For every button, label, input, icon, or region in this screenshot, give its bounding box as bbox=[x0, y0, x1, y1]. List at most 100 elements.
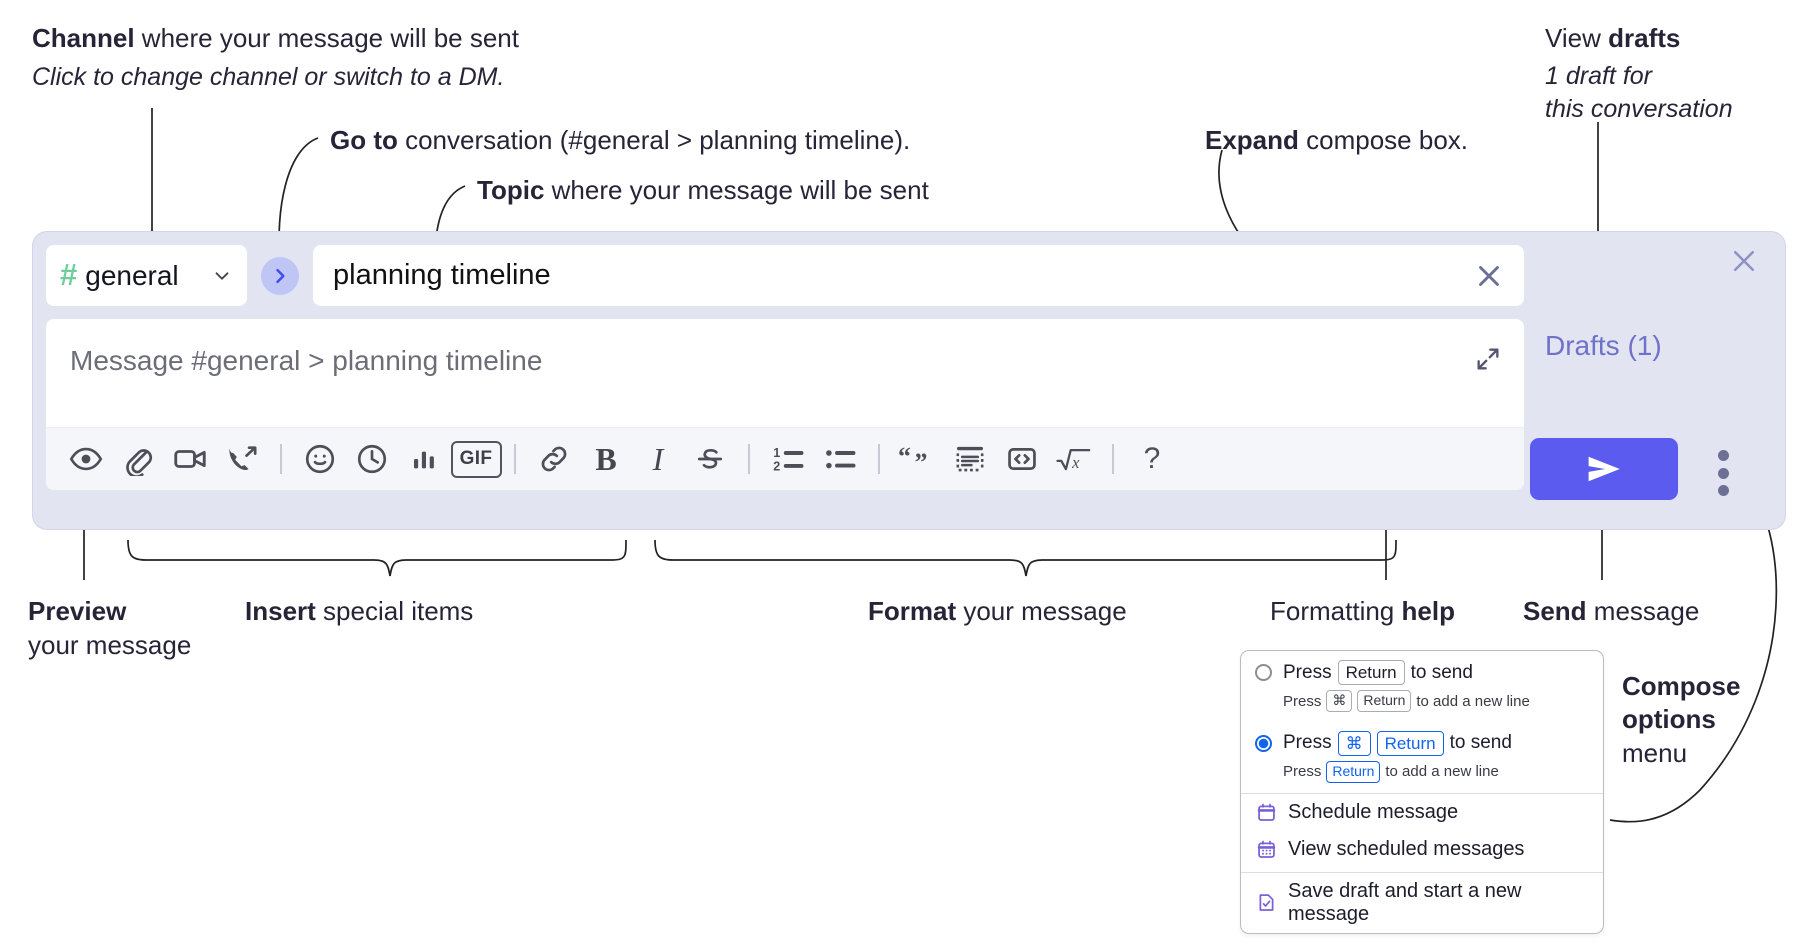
annotation-send: Send message bbox=[1523, 595, 1699, 629]
channel-selector[interactable]: # general bbox=[45, 244, 248, 307]
formatting-help-icon[interactable]: ? bbox=[1126, 433, 1178, 485]
annotation-expand: Expand compose box. bbox=[1205, 124, 1468, 158]
conversation-row: # general planning timeline bbox=[45, 244, 1525, 307]
option1-sub-suffix: to add a new line bbox=[1416, 692, 1530, 710]
formatting-toolbar: GIF B I bbox=[46, 427, 1524, 490]
attachment-icon[interactable] bbox=[112, 433, 164, 485]
composer: # general planning timeline bbox=[45, 244, 1525, 491]
menu-item-schedule-message[interactable]: Schedule message bbox=[1241, 794, 1603, 831]
gif-label: GIF bbox=[450, 440, 502, 478]
code-block-icon[interactable] bbox=[944, 433, 996, 485]
radio-unselected-icon[interactable] bbox=[1255, 664, 1272, 681]
expand-icon[interactable] bbox=[1474, 345, 1502, 373]
menu-divider bbox=[1241, 871, 1603, 873]
annotation-goto-rest: conversation (#general > planning timeli… bbox=[397, 125, 911, 155]
go-to-conversation-button[interactable] bbox=[261, 256, 299, 295]
annotation-preview-bold: Preview bbox=[28, 596, 127, 626]
svg-text:”: ” bbox=[914, 448, 927, 476]
calendar-grid-icon bbox=[1255, 838, 1277, 860]
blockquote-icon[interactable]: “ ” bbox=[892, 433, 944, 485]
annotation-insert: Insert special items bbox=[245, 595, 473, 629]
annotation-format-bold: Format bbox=[868, 596, 957, 626]
option1-sub-key-return: Return bbox=[1357, 690, 1412, 712]
menu-divider bbox=[1241, 792, 1603, 794]
menu-item-view-scheduled-messages[interactable]: View scheduled messages bbox=[1241, 831, 1603, 868]
menu-option-return-to-send[interactable]: Press Return to send bbox=[1241, 651, 1603, 686]
annotation-insert-bold: Insert bbox=[245, 596, 316, 626]
option2-sub-suffix: to add a new line bbox=[1385, 763, 1499, 781]
toolbar-divider bbox=[748, 444, 750, 474]
emoji-icon[interactable] bbox=[294, 433, 346, 485]
calendar-icon bbox=[1255, 801, 1277, 823]
annotation-expand-rest: compose box. bbox=[1298, 125, 1469, 155]
gif-icon[interactable]: GIF bbox=[450, 433, 502, 485]
ordered-list-icon[interactable]: 1 2 bbox=[762, 433, 814, 485]
bold-icon[interactable]: B bbox=[580, 433, 632, 485]
message-input[interactable]: Message #general > planning timeline bbox=[46, 319, 1524, 427]
option2-suffix: to send bbox=[1449, 732, 1512, 754]
compose-options-button[interactable] bbox=[1710, 450, 1736, 496]
math-icon[interactable]: x bbox=[1048, 433, 1100, 485]
option1-sub-press: Press bbox=[1283, 692, 1322, 710]
italic-label: I bbox=[652, 440, 664, 477]
toolbar-divider bbox=[514, 444, 516, 474]
video-clip-icon[interactable] bbox=[164, 433, 216, 485]
audio-clip-icon[interactable] bbox=[216, 433, 268, 485]
menu-option2-subtext: Press Return to add a new line bbox=[1283, 761, 1603, 783]
send-button[interactable] bbox=[1530, 438, 1678, 500]
preview-icon[interactable] bbox=[60, 433, 112, 485]
toolbar-divider bbox=[280, 444, 282, 474]
kebab-dot bbox=[1717, 485, 1729, 496]
drafts-link[interactable]: Drafts (1) bbox=[1545, 330, 1662, 361]
svg-text:2: 2 bbox=[773, 459, 780, 473]
italic-icon[interactable]: I bbox=[632, 433, 684, 485]
chevron-down-icon bbox=[211, 265, 233, 287]
menu-option-cmd-return-to-send[interactable]: Press ⌘ Return to send bbox=[1241, 722, 1603, 756]
annotation-goto-bold: Go to bbox=[330, 125, 398, 155]
annotation-drafts-line2: 1 draft for bbox=[1545, 61, 1652, 90]
annotation-preview: Preview your message bbox=[28, 595, 248, 663]
close-icon[interactable] bbox=[1729, 246, 1759, 276]
option1-key-return: Return bbox=[1337, 660, 1405, 686]
annotation-help-bold: help bbox=[1401, 596, 1455, 626]
annotation-channel-rest: where your message will be sent bbox=[134, 23, 519, 53]
strikethrough-icon[interactable] bbox=[684, 433, 736, 485]
annotation-channel-bold: Channel bbox=[32, 23, 135, 53]
annotation-drafts-line3: this conversation bbox=[1545, 95, 1733, 124]
topic-input[interactable]: planning timeline bbox=[312, 244, 1525, 307]
poll-icon[interactable] bbox=[398, 433, 450, 485]
toolbar-divider bbox=[878, 444, 880, 474]
annotation-insert-rest: special items bbox=[315, 596, 474, 626]
menu-item-save-draft[interactable]: Save draft and start a new message bbox=[1241, 873, 1603, 933]
annotation-topic-bold: Topic bbox=[477, 175, 545, 205]
channel-name: general bbox=[85, 259, 179, 291]
annotation-send-bold: Send bbox=[1523, 596, 1587, 626]
annotation-compose-options-bold2: options bbox=[1622, 704, 1716, 735]
message-editor: Message #general > planning timeline bbox=[45, 318, 1525, 491]
topic-value: planning timeline bbox=[333, 259, 551, 291]
annotation-channel-line2: Click to change channel or switch to a D… bbox=[32, 62, 505, 91]
menu-item-label: Save draft and start a new message bbox=[1288, 879, 1522, 925]
radio-selected-icon[interactable] bbox=[1255, 734, 1272, 752]
annotation-topic-rest: where your message will be sent bbox=[544, 175, 929, 205]
annotation-help-pre: Formatting bbox=[1270, 596, 1402, 626]
annotation-drafts-bold: drafts bbox=[1608, 23, 1681, 53]
kebab-dot bbox=[1717, 450, 1729, 461]
message-placeholder: Message #general > planning timeline bbox=[70, 345, 543, 376]
svg-text:1: 1 bbox=[773, 446, 780, 460]
inline-code-icon[interactable] bbox=[996, 433, 1048, 485]
annotation-channel: Channel where your message will be sent … bbox=[32, 22, 519, 93]
bulleted-list-icon[interactable] bbox=[814, 433, 866, 485]
bold-label: B bbox=[595, 440, 617, 477]
annotation-send-rest: message bbox=[1586, 596, 1700, 626]
toolbar-divider bbox=[1112, 444, 1114, 474]
document-check-icon bbox=[1255, 892, 1277, 914]
schedule-clock-icon[interactable] bbox=[346, 433, 398, 485]
annotation-drafts: View drafts 1 draft for this conversatio… bbox=[1545, 22, 1733, 125]
clear-topic-icon[interactable] bbox=[1472, 259, 1506, 293]
menu-option1-subtext: Press ⌘ Return to add a new line bbox=[1283, 690, 1603, 712]
menu-item-label: Schedule message bbox=[1288, 800, 1459, 823]
help-label: ? bbox=[1143, 442, 1161, 475]
link-icon[interactable] bbox=[528, 433, 580, 485]
option2-sub-press: Press bbox=[1283, 763, 1322, 781]
